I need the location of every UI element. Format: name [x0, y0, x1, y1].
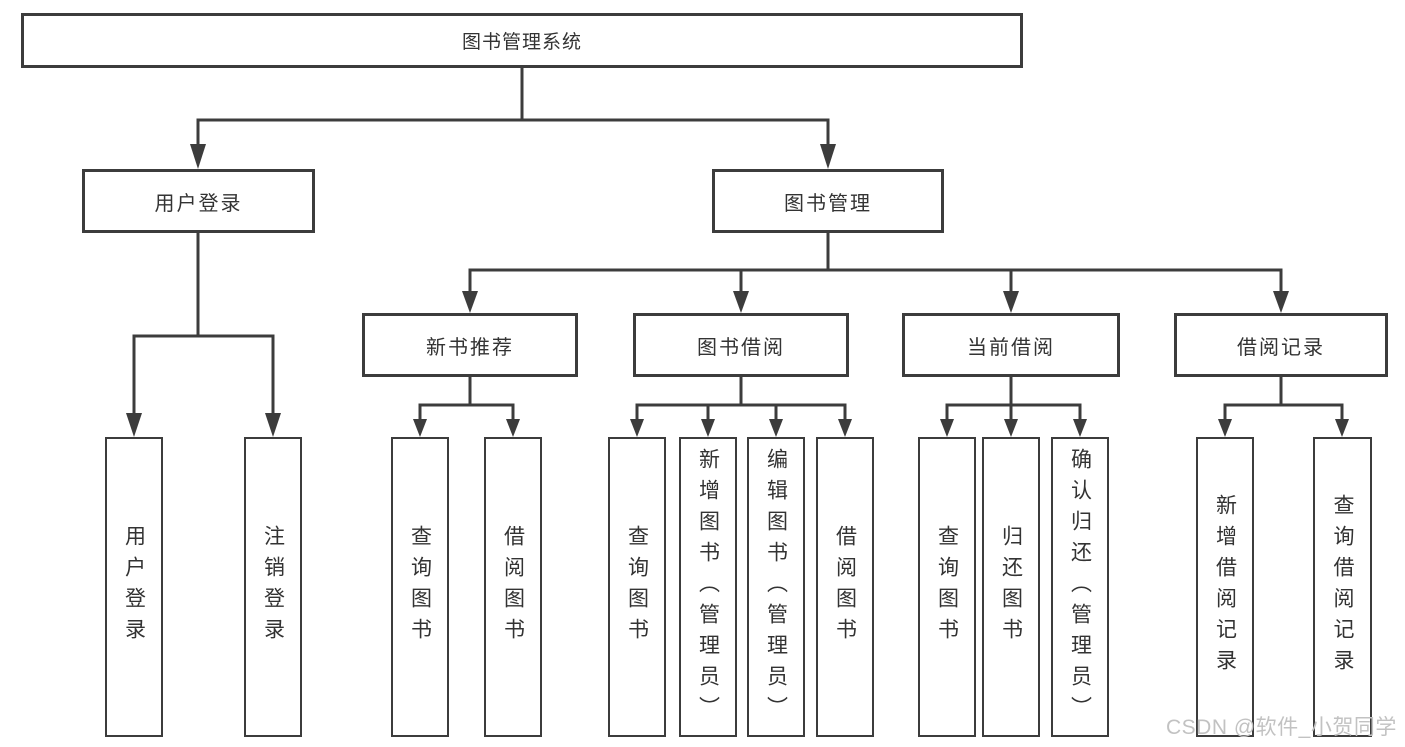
node-label: 新书推荐 [426, 336, 514, 359]
node-confirm-return-admin: 确认归还（管理员） [1051, 437, 1109, 737]
node-label: 借阅记录 [1237, 336, 1325, 359]
node-label: 新增借阅记录 [1213, 494, 1237, 680]
csdn-watermark: CSDN @软件_小贺同学 [1166, 716, 1397, 739]
node-edit-books-admin: 编辑图书（管理员） [747, 437, 805, 737]
node-recommend-borrow-books: 借阅图书 [484, 437, 542, 737]
node-query-borrow-record: 查询借阅记录 [1313, 437, 1372, 737]
node-recommend-query-books: 查询图书 [391, 437, 449, 737]
node-label: 借阅图书 [501, 525, 525, 649]
node-label: 编辑图书（管理员） [764, 447, 788, 727]
node-label: 借阅图书 [833, 525, 857, 649]
node-add-borrow-record: 新增借阅记录 [1196, 437, 1254, 737]
node-borrow-records: 借阅记录 [1174, 313, 1388, 377]
connector-current-borrow-children [945, 375, 1082, 423]
node-user-login-action: 用户登录 [105, 437, 163, 737]
node-label: 当前借阅 [967, 336, 1055, 359]
node-label: 查询借阅记录 [1331, 494, 1354, 680]
connector-borrow-records-children [1223, 375, 1344, 423]
node-book-management: 图书管理 [712, 169, 944, 233]
node-label: 查询图书 [408, 525, 432, 649]
node-add-books-admin: 新增图书（管理员） [679, 437, 737, 737]
node-book-borrow: 图书借阅 [633, 313, 849, 377]
node-label: 确认归还（管理员） [1068, 447, 1092, 727]
node-library-management-system: 图书管理系统 [21, 13, 1023, 68]
connector-user-login-children [132, 231, 275, 419]
node-return-books: 归还图书 [982, 437, 1040, 737]
node-label: 用户登录 [122, 525, 146, 649]
node-label: 查询图书 [625, 525, 649, 649]
node-label: 图书管理系统 [461, 32, 582, 53]
node-label: 注销登录 [261, 525, 285, 649]
node-borrow-borrow-books: 借阅图书 [816, 437, 874, 737]
connector-new-book-recommend-children [418, 375, 515, 423]
node-label: 归还图书 [999, 525, 1023, 649]
node-borrow-query-books: 查询图书 [608, 437, 666, 737]
node-label: 用户登录 [154, 192, 243, 215]
node-label: 新增图书（管理员） [696, 447, 720, 727]
connector-book-borrow-children [635, 375, 847, 423]
connector-root-to-level2 [196, 66, 830, 152]
node-user-login: 用户登录 [82, 169, 315, 233]
connector-book-management-children [468, 231, 1283, 296]
node-current-query-books: 查询图书 [918, 437, 976, 737]
node-label: 图书管理 [784, 192, 872, 215]
node-new-book-recommend: 新书推荐 [362, 313, 578, 377]
node-label: 图书借阅 [697, 336, 785, 359]
node-current-borrow: 当前借阅 [902, 313, 1120, 377]
node-label: 查询图书 [935, 525, 959, 649]
node-logout: 注销登录 [244, 437, 302, 737]
